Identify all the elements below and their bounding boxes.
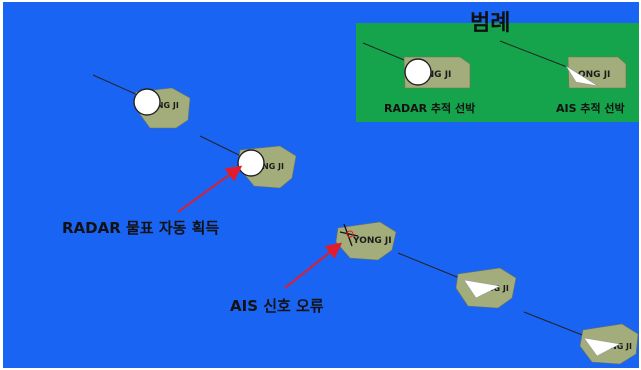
error-symbol-icon — [339, 223, 359, 247]
ais-ship-2: NG JI — [523, 311, 639, 365]
ais-ship-1: ONG JI — [397, 252, 517, 309]
legend-radar-ship-name: ONG JI — [419, 70, 451, 80]
ais-error-annotation-arrow — [284, 242, 343, 289]
legend-title: 범례 — [470, 11, 510, 36]
legend-ais-ship-name: ONG JI — [578, 70, 610, 80]
legend-radar-ship: ONG JI — [362, 42, 471, 89]
ship-name: YONG JI — [352, 236, 392, 246]
radar-ship-1: ONG JI — [92, 74, 191, 129]
radar-circle-icon — [237, 149, 265, 177]
ais-triangle-icon — [565, 65, 599, 87]
ais-signal-error-label: AIS 신호 오류 — [230, 297, 324, 315]
radar-ship-2: NG JI — [199, 135, 297, 189]
radar-circle-icon — [133, 88, 161, 116]
legend-ais-label: AIS 추적 선박 — [556, 101, 625, 115]
legend-panel: 범례 ONG JI RADAR 추적 선박 ONG JI AIS 추적 선박 — [356, 11, 639, 122]
radar-circle-icon — [404, 58, 432, 86]
ship-name: ONG JI — [150, 101, 179, 110]
radar-auto-acquire-label: RADAR 물표 자동 획득 — [62, 219, 219, 237]
ship-name: NG JI — [610, 342, 632, 351]
radar-annotation-arrow — [177, 165, 243, 213]
ais-triangle-icon — [463, 279, 501, 299]
ais-error-ship: YONG JI — [335, 221, 397, 261]
ais-triangle-icon — [583, 337, 621, 357]
legend-ais-ship: ONG JI — [499, 40, 627, 89]
legend-radar-label: RADAR 추적 선박 — [384, 101, 475, 115]
ship-name: NG JI — [262, 162, 284, 171]
